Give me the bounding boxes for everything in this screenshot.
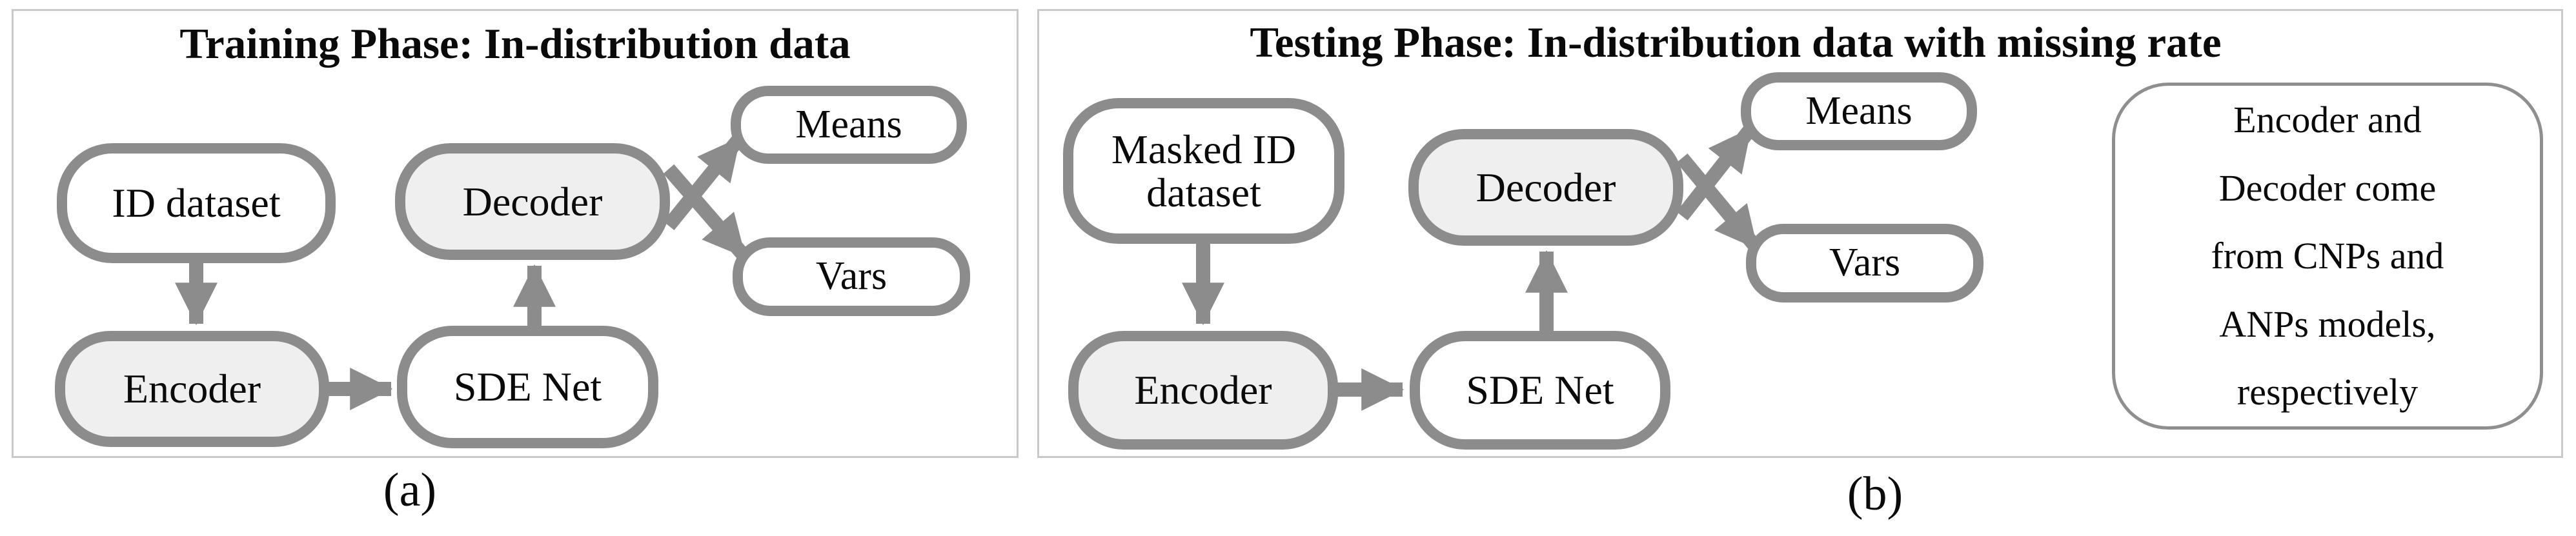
node-vars-b: Vars xyxy=(1746,224,1983,303)
node-decoder-b: Decoder xyxy=(1408,129,1683,246)
node-masked-id-dataset-label: Masked ID dataset xyxy=(1111,126,1297,215)
node-means-a-label: Means xyxy=(795,102,902,146)
node-id-dataset-label: ID dataset xyxy=(112,180,281,226)
panel-b-title: Testing Phase: In-distribution data with… xyxy=(1250,19,2222,66)
node-encoder-b: Encoder xyxy=(1068,331,1338,450)
node-encoder-b-label: Encoder xyxy=(1134,367,1272,413)
node-masked-id-dataset: Masked ID dataset xyxy=(1063,98,1344,244)
node-decoder-b-label: Decoder xyxy=(1476,164,1616,210)
node-sde-net-a-label: SDE Net xyxy=(453,364,602,410)
node-vars-a: Vars xyxy=(733,237,970,316)
node-vars-a-label: Vars xyxy=(815,254,887,299)
note-box-text: Encoder and Decoder come from CNPs and A… xyxy=(2211,99,2444,413)
node-vars-b-label: Vars xyxy=(1829,241,1901,285)
node-means-b-label: Means xyxy=(1805,88,1912,133)
node-sde-net-b-label: SDE Net xyxy=(1466,367,1614,413)
node-means-a: Means xyxy=(731,86,967,164)
panel-a-title: Training Phase: In-distribution data xyxy=(179,20,851,68)
node-id-dataset: ID dataset xyxy=(57,143,336,263)
node-means-b: Means xyxy=(1741,72,1977,150)
node-decoder-a-label: Decoder xyxy=(462,178,603,224)
node-sde-net-b: SDE Net xyxy=(1410,331,1670,450)
note-box-encoder-decoder-origin: Encoder and Decoder come from CNPs and A… xyxy=(2112,83,2543,430)
caption-b: (b) xyxy=(1847,468,1903,521)
node-encoder-a-label: Encoder xyxy=(123,366,261,412)
node-sde-net-a: SDE Net xyxy=(397,326,658,448)
node-encoder-a: Encoder xyxy=(55,331,329,447)
caption-a: (a) xyxy=(383,464,437,517)
node-decoder-a: Decoder xyxy=(395,143,670,260)
